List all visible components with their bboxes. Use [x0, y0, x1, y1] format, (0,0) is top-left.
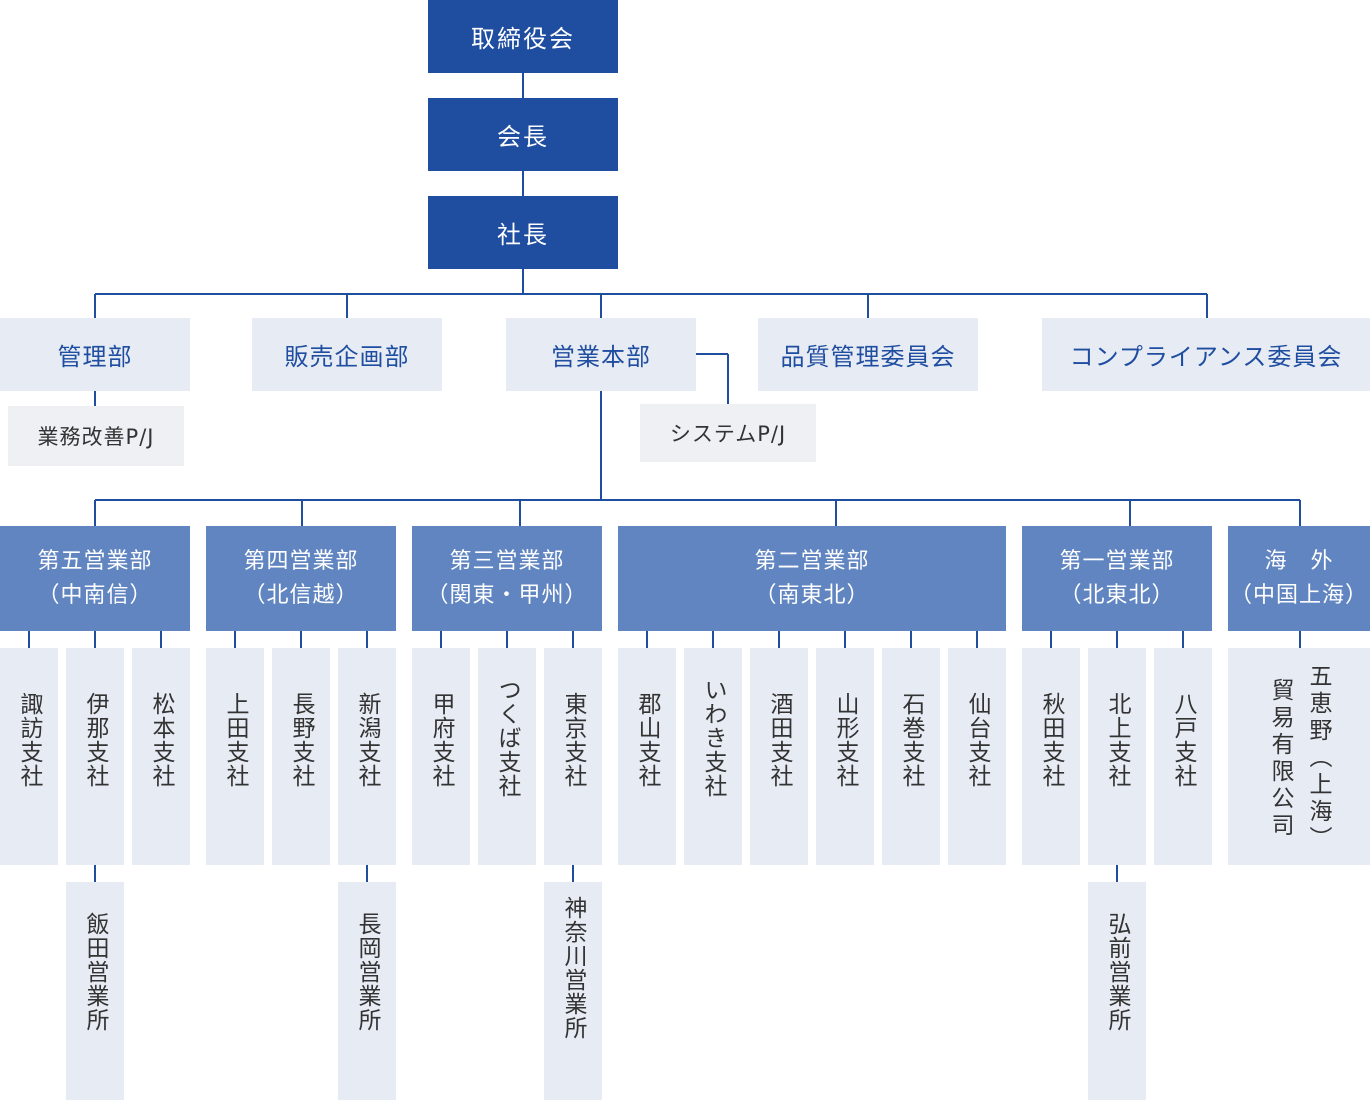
- area-fourth-sales-box: 第四営業部 （北信越）: [206, 526, 396, 631]
- compliance-committee-label: コンプライアンス委員会: [1069, 343, 1343, 371]
- branch-koriyama-label: 郡山支社: [634, 692, 660, 788]
- branch-akita-label: 秋田支社: [1038, 692, 1064, 788]
- system-pj-label: システムP/J: [669, 422, 787, 446]
- branch-niigata: 新潟支社: [338, 648, 396, 865]
- area-second-sales-box: 第二営業部 （南東北）: [618, 526, 1006, 631]
- business-improvement-pj-label: 業務改善P/J: [37, 425, 155, 449]
- chairman-box: 会長: [428, 98, 618, 171]
- area-second-region: （南東北）: [754, 582, 870, 608]
- branch-nagano: 長野支社: [272, 648, 330, 865]
- office-iida: 飯田営業所: [66, 882, 124, 1100]
- admin-dept-label: 管理部: [57, 343, 133, 371]
- area-fifth-name: 第五営業部: [37, 548, 153, 574]
- area-fifth-sales-box: 第五営業部 （中南信）: [0, 526, 190, 631]
- branch-ishinomaki: 石巻支社: [882, 648, 940, 865]
- branch-ueda-label: 上田支社: [222, 692, 248, 788]
- branch-iwaki-label: いわき支社: [700, 678, 726, 798]
- branch-suwa: 諏訪支社: [0, 648, 58, 865]
- branch-matsumoto-label: 松本支社: [148, 692, 174, 788]
- area-fourth-region: （北信越）: [243, 582, 359, 608]
- admin-dept-box: 管理部: [0, 318, 190, 391]
- branch-ina-label: 伊那支社: [82, 692, 108, 788]
- area-first-sales-box: 第一営業部 （北東北）: [1022, 526, 1212, 631]
- sales-planning-dept-label: 販売企画部: [284, 343, 410, 371]
- branch-iwaki: いわき支社: [684, 648, 742, 865]
- branch-suwa-label: 諏訪支社: [16, 692, 42, 788]
- office-iida-label: 飯田営業所: [82, 912, 108, 1032]
- area-first-region: （北東北）: [1059, 582, 1175, 608]
- branch-sendai-label: 仙台支社: [964, 692, 990, 788]
- branch-shanghai-label: 五恵野（上海） 貿易有限公司: [1261, 664, 1337, 853]
- board-of-directors-box: 取締役会: [428, 0, 618, 73]
- branch-nagano-label: 長野支社: [288, 692, 314, 788]
- branch-hachinohe-label: 八戸支社: [1170, 692, 1196, 788]
- branch-shanghai-name-col-2: 貿易有限公司: [1267, 677, 1293, 840]
- quality-committee-label: 品質管理委員会: [780, 343, 956, 371]
- branch-sakata: 酒田支社: [750, 648, 808, 865]
- area-overseas-region: （中国上海）: [1229, 582, 1368, 608]
- branch-yamagata: 山形支社: [816, 648, 874, 865]
- branch-sakata-label: 酒田支社: [766, 692, 792, 788]
- president-box: 社長: [428, 196, 618, 269]
- area-overseas-box: 海 外 （中国上海）: [1228, 526, 1370, 631]
- office-hirosaki-label: 弘前営業所: [1104, 912, 1130, 1032]
- office-hirosaki: 弘前営業所: [1088, 882, 1146, 1100]
- branch-kitakami-label: 北上支社: [1104, 692, 1130, 788]
- sales-planning-dept-box: 販売企画部: [252, 318, 442, 391]
- branch-kofu: 甲府支社: [412, 648, 470, 865]
- branch-yamagata-label: 山形支社: [832, 692, 858, 788]
- system-pj-box: システムP/J: [640, 404, 816, 462]
- branch-shanghai-name-col-1: 五恵野（上海）: [1305, 664, 1331, 853]
- branch-kofu-label: 甲府支社: [428, 692, 454, 788]
- office-kanagawa: 神奈川営業所: [544, 882, 602, 1100]
- branch-tsukuba: つくば支社: [478, 648, 536, 865]
- area-third-name: 第三営業部: [449, 548, 565, 574]
- area-second-name: 第二営業部: [754, 548, 870, 574]
- branch-akita: 秋田支社: [1022, 648, 1080, 865]
- branch-matsumoto: 松本支社: [132, 648, 190, 865]
- president-label: 社長: [497, 221, 549, 249]
- area-fourth-name: 第四営業部: [243, 548, 359, 574]
- area-third-sales-box: 第三営業部 （関東・甲州）: [412, 526, 602, 631]
- area-first-name: 第一営業部: [1059, 548, 1175, 574]
- office-nagaoka-label: 長岡営業所: [354, 912, 380, 1032]
- area-fifth-region: （中南信）: [37, 582, 153, 608]
- quality-committee-box: 品質管理委員会: [758, 318, 978, 391]
- business-improvement-pj-box: 業務改善P/J: [8, 406, 184, 466]
- area-overseas-name: 海 外: [1264, 548, 1334, 574]
- branch-sendai: 仙台支社: [948, 648, 1006, 865]
- branch-kitakami: 北上支社: [1088, 648, 1146, 865]
- compliance-committee-box: コンプライアンス委員会: [1042, 318, 1370, 391]
- branch-niigata-label: 新潟支社: [354, 692, 380, 788]
- sales-hq-label: 営業本部: [551, 343, 651, 371]
- branch-shanghai: 五恵野（上海） 貿易有限公司: [1228, 648, 1370, 865]
- sales-hq-box: 営業本部: [506, 318, 696, 391]
- area-third-region: （関東・甲州）: [426, 582, 588, 608]
- office-nagaoka: 長岡営業所: [338, 882, 396, 1100]
- branch-tokyo: 東京支社: [544, 648, 602, 865]
- branch-hachinohe: 八戸支社: [1154, 648, 1212, 865]
- branch-tsukuba-label: つくば支社: [494, 678, 520, 798]
- branch-ina: 伊那支社: [66, 648, 124, 865]
- branch-ishinomaki-label: 石巻支社: [898, 692, 924, 788]
- branch-koriyama: 郡山支社: [618, 648, 676, 865]
- branch-ueda: 上田支社: [206, 648, 264, 865]
- branch-tokyo-label: 東京支社: [560, 692, 586, 788]
- board-of-directors-label: 取締役会: [471, 25, 575, 53]
- office-kanagawa-label: 神奈川営業所: [560, 896, 586, 1040]
- chairman-label: 会長: [497, 123, 549, 151]
